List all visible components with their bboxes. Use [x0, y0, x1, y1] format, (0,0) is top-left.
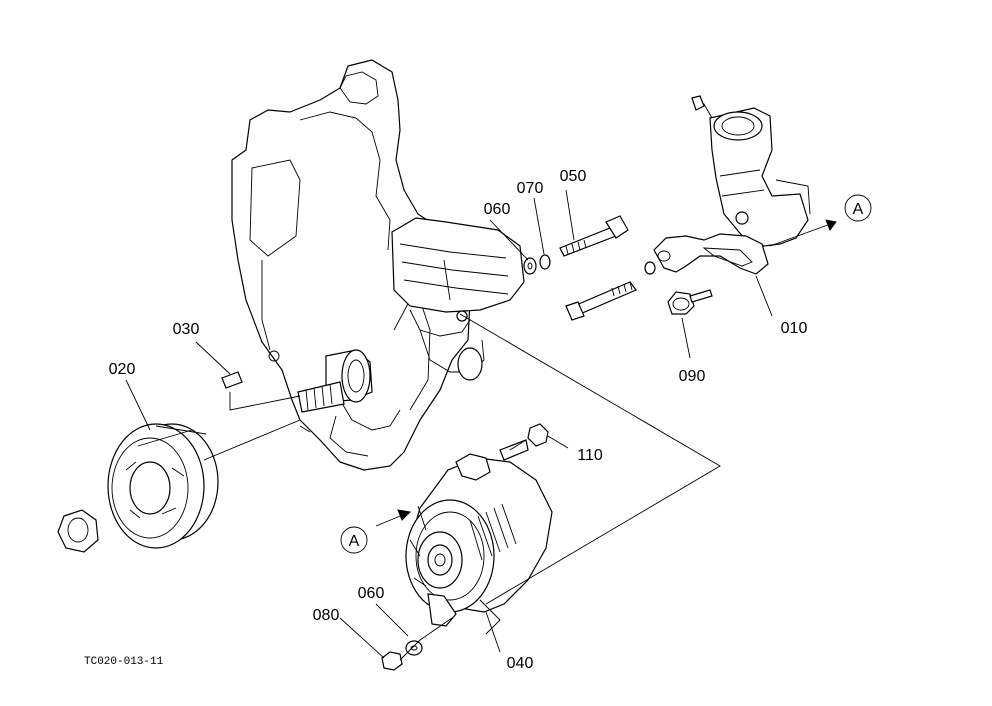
- woodruff-key-030: [221, 371, 301, 411]
- bolt-rear: [565, 281, 637, 321]
- part-label-070: 070: [517, 180, 544, 197]
- alternator-bracket-010: [653, 233, 769, 275]
- washer-060-upper: [523, 257, 537, 275]
- lock-washer-070: [539, 254, 656, 275]
- washer-060-lower: [405, 640, 423, 656]
- leader-lines: [125, 189, 837, 661]
- nut-080: [381, 651, 403, 671]
- crank-nut: [57, 509, 99, 553]
- part-label-030: 030: [173, 321, 200, 338]
- alternator-040: [405, 439, 553, 635]
- part-label-110: 110: [577, 447, 603, 464]
- part-label-060-upper: 060: [484, 201, 511, 218]
- arrow-to-marker-upper: [825, 219, 837, 232]
- reference-marker-a-upper: A: [844, 194, 872, 222]
- part-label-010: 010: [781, 320, 808, 337]
- part-label-090: 090: [679, 368, 706, 385]
- part-label-060-lower: 060: [358, 585, 385, 602]
- part-label-080: 080: [313, 607, 340, 624]
- reference-marker-a-lower: A: [340, 526, 368, 554]
- figure-code: TC020-013-11: [84, 656, 164, 668]
- thermostat-housing-drawing: [691, 95, 811, 247]
- bolt-050: [559, 215, 629, 257]
- gear-case-drawing: [231, 59, 525, 471]
- part-label-040: 040: [507, 655, 534, 672]
- part-label-050: 050: [560, 168, 587, 185]
- arrow-to-marker-lower: [397, 509, 412, 521]
- marker-a-upper-label: A: [853, 201, 864, 218]
- nut-110: [509, 423, 549, 451]
- marker-a-lower-label: A: [349, 533, 360, 550]
- flange-bolt-090: [667, 289, 713, 315]
- crank-pulley-020: [107, 423, 219, 549]
- part-label-020: 020: [109, 361, 136, 378]
